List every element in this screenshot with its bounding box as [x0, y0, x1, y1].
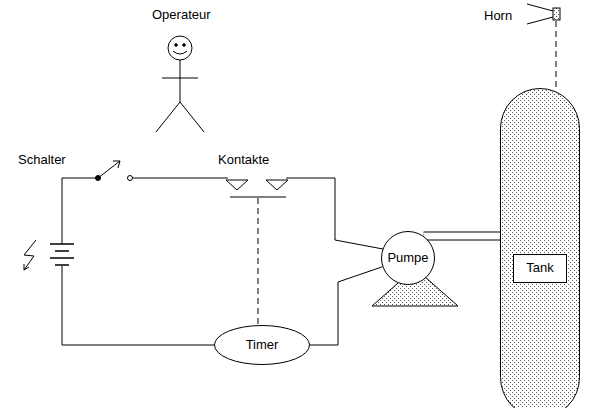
part-label: Schalter — [18, 152, 66, 167]
horn-symbol — [527, 4, 560, 88]
battery-symbol — [50, 244, 74, 265]
connector-path — [310, 267, 382, 345]
wire-connector — [310, 267, 382, 345]
node-text: Pumpe — [387, 251, 428, 266]
part-label: Horn — [484, 8, 512, 23]
operator-figure — [156, 36, 204, 132]
connector-path — [424, 236, 501, 237]
part-label: Operateur — [152, 7, 211, 22]
tank-vessel: Tank — [500, 88, 580, 408]
label-slot: Kontakte — [218, 150, 269, 168]
node-outline — [500, 88, 580, 408]
contacts-symbol — [226, 180, 288, 325]
node-text: Timer — [246, 338, 279, 353]
timer-ellipse: Timer — [214, 325, 310, 365]
label-slot: Schalter — [18, 150, 66, 168]
lightning-symbol — [24, 240, 36, 270]
pump-circle: Pumpe — [381, 231, 435, 285]
pipe-connector — [424, 236, 501, 237]
circuit-wire — [62, 178, 383, 345]
node-text: Tank — [513, 254, 566, 283]
pipe-bore — [424, 233, 501, 240]
label-slot: Horn — [484, 6, 512, 24]
part-label: Kontakte — [218, 152, 269, 167]
label-slot: Operateur — [152, 5, 211, 23]
pipe-outline — [424, 232, 501, 241]
switch-symbol — [96, 161, 133, 181]
